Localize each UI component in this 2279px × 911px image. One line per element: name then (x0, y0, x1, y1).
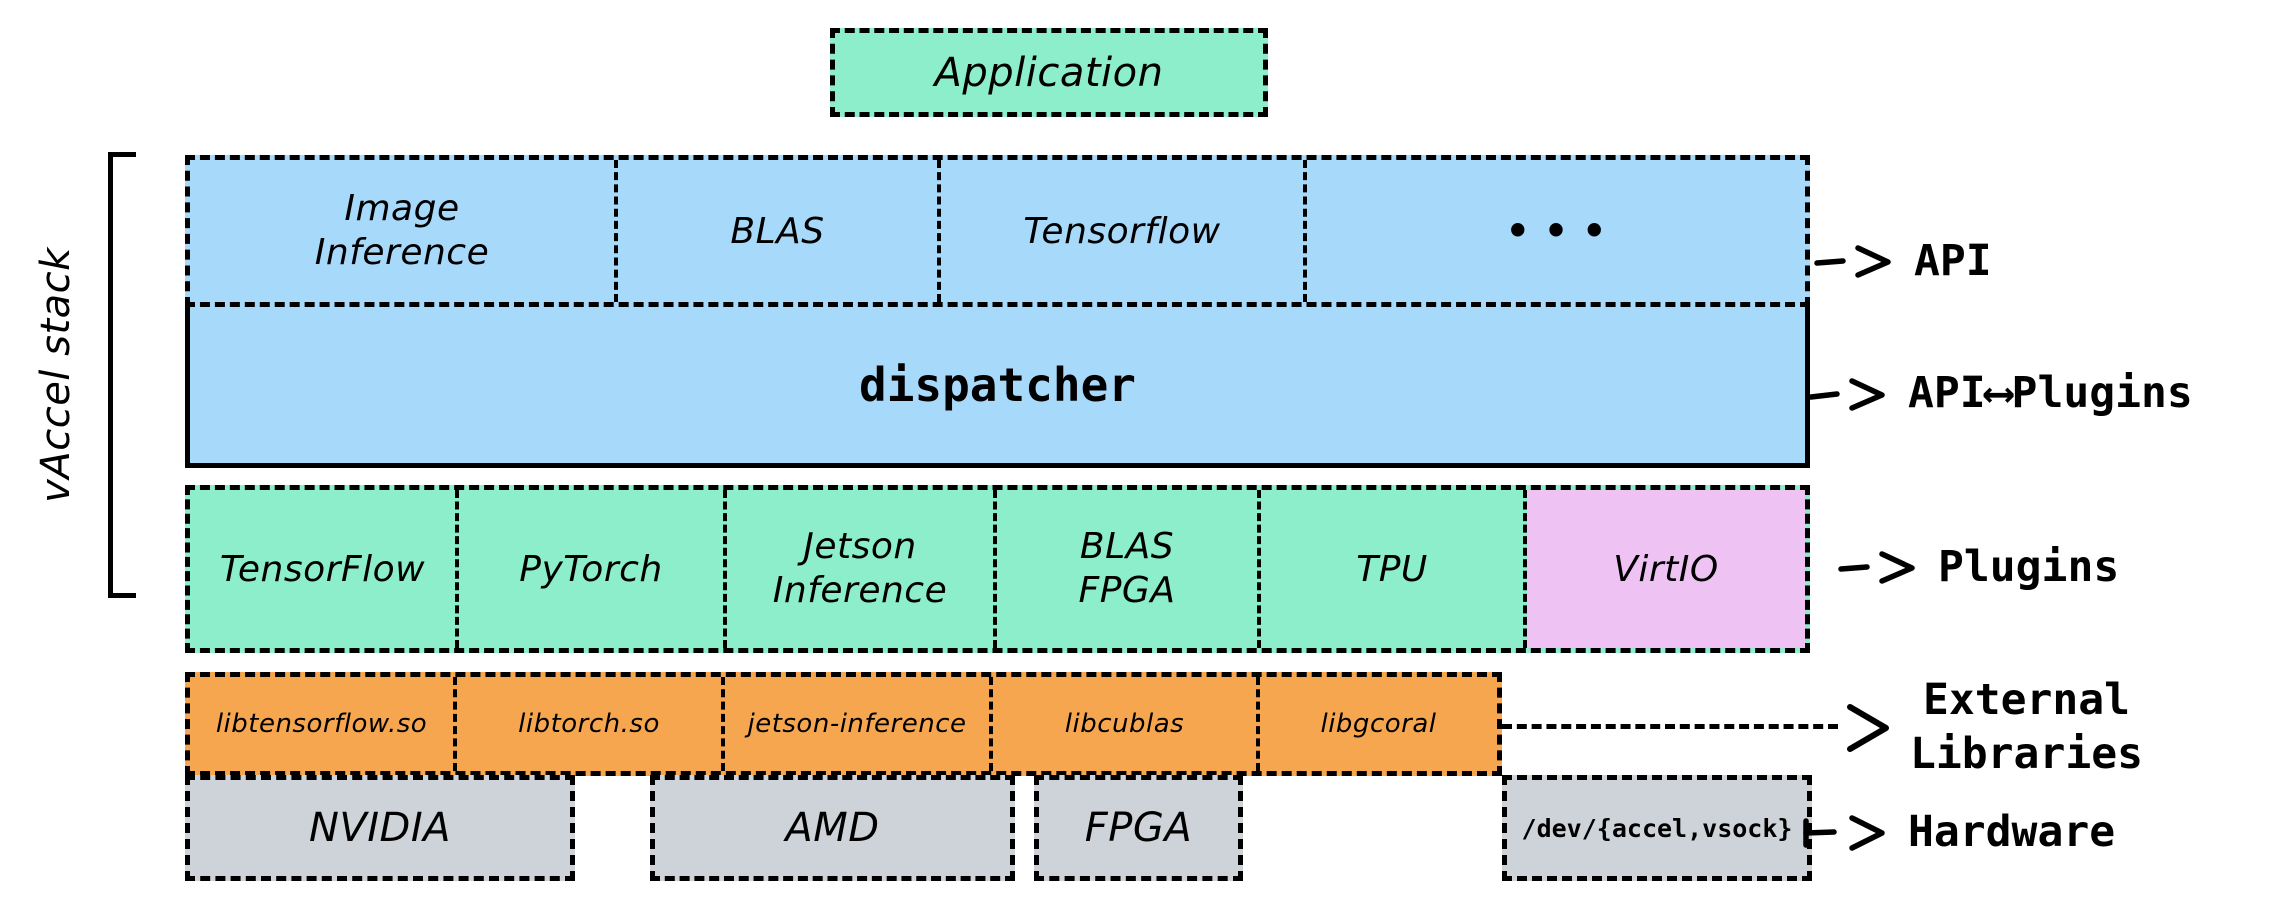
plugin-cell-blas-fpga: BLAS FPGA (997, 490, 1261, 648)
right-arrow-icon (1808, 378, 1885, 411)
plugin-cell-tpu: TPU (1261, 490, 1527, 648)
right-arrow-icon (1803, 815, 1885, 851)
dispatcher-box: dispatcher (185, 307, 1810, 468)
application-box: Application (830, 28, 1268, 117)
lib-cell-label: libtorch.so (518, 709, 660, 739)
plugins-row: TensorFlow PyTorch Jetson Inference BLAS… (185, 485, 1810, 653)
hardware-label: FPGA (1084, 805, 1193, 851)
stack-bracket (108, 152, 136, 598)
lib-cell-label: libtensorflow.so (215, 709, 428, 739)
lib-cell-jetson-inference: jetson-inference (725, 677, 993, 771)
annotation-label: Plugins (1938, 542, 2120, 593)
annotation-label: API (1914, 236, 1992, 287)
plugin-cell-tensorflow: TensorFlow (190, 490, 459, 648)
lib-cell-label: libgcoral (1320, 709, 1437, 739)
annotation-label: External Libraries (1910, 675, 2143, 779)
hardware-label: AMD (785, 805, 880, 851)
dispatcher-label: dispatcher (859, 358, 1136, 412)
plugin-cell-label: PyTorch (519, 548, 663, 590)
right-arrow-icon (1814, 245, 1891, 278)
plugin-cell-label: Jetson Inference (772, 526, 948, 611)
api-cell-label: Image Inference (314, 188, 490, 273)
right-arrowhead-icon (1847, 704, 1889, 752)
lib-cell-label: libcublas (1064, 709, 1185, 739)
api-cell-label: Tensorflow (1023, 210, 1221, 252)
annotation-plugins: Plugins (1836, 538, 2119, 598)
lib-cell-libgcoral: libgcoral (1260, 677, 1497, 771)
plugin-cell-label: TPU (1356, 548, 1428, 590)
plugin-cell-label: BLAS FPGA (1078, 526, 1176, 611)
plugin-cell-label: TensorFlow (219, 548, 426, 590)
hardware-box-fpga: FPGA (1034, 775, 1243, 881)
external-libs-connector-line (1502, 724, 1838, 729)
api-cell-label: BLAS (730, 210, 825, 252)
annotation-api-plugins: API⟷Plugins (1806, 364, 2193, 424)
api-cell-blas: BLAS (618, 160, 941, 302)
plugin-cell-pytorch: PyTorch (459, 490, 727, 648)
hardware-label: NVIDIA (308, 805, 452, 851)
plugin-cell-jetson-inference: Jetson Inference (727, 490, 997, 648)
api-row: Image Inference BLAS Tensorflow ••• (185, 155, 1810, 307)
hardware-box-nvidia: NVIDIA (185, 775, 575, 881)
lib-cell-label: jetson-inference (747, 709, 967, 739)
annotation-label: API⟷Plugins (1908, 368, 2193, 419)
ellipsis-icon: ••• (1505, 209, 1621, 253)
annotation-label: Hardware (1908, 807, 2116, 858)
api-cell-image-inference: Image Inference (190, 160, 618, 302)
api-cell-ellipsis: ••• (1307, 160, 1805, 302)
application-label: Application (934, 49, 1164, 96)
annotation-api: API (1812, 232, 1992, 292)
plugin-cell-virtio: VirtIO (1527, 490, 1805, 648)
annotation-external-libraries: External Libraries (1842, 668, 2143, 788)
annotation-hardware: Hardware (1800, 803, 2115, 863)
lib-cell-libtensorflow: libtensorflow.so (190, 677, 457, 771)
hardware-box-amd: AMD (650, 775, 1015, 881)
lib-cell-libcublas: libcublas (993, 677, 1260, 771)
api-cell-tensorflow: Tensorflow (941, 160, 1307, 302)
stack-bracket-label: vAccel stack (33, 247, 79, 503)
right-arrow-icon (1838, 551, 1915, 584)
lib-cell-libtorch: libtorch.so (457, 677, 725, 771)
hardware-box-dev-accel-vsock: /dev/{accel,vsock} (1502, 775, 1812, 881)
hardware-label: /dev/{accel,vsock} (1521, 813, 1793, 843)
plugin-cell-label: VirtIO (1613, 548, 1719, 590)
external-libs-row: libtensorflow.so libtorch.so jetson-infe… (185, 672, 1502, 776)
